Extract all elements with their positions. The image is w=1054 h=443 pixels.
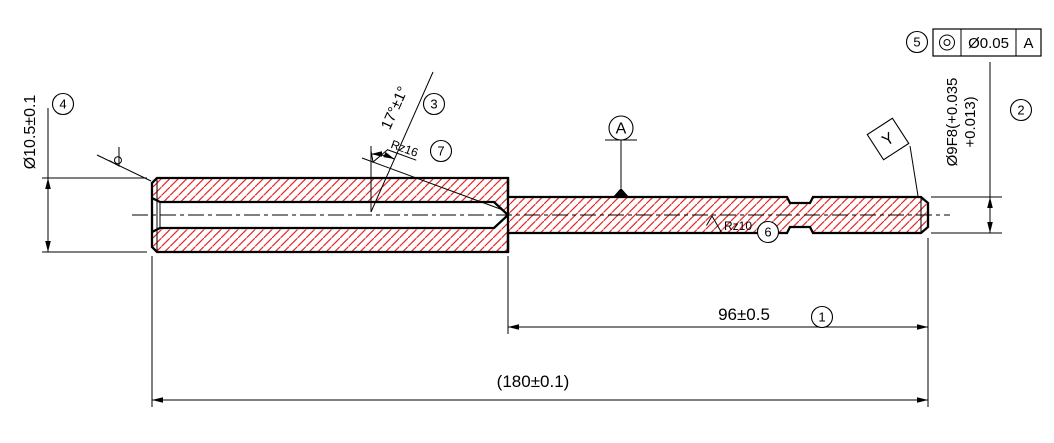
balloon-2: 2	[1009, 98, 1033, 122]
balloon-5: 5	[905, 30, 929, 54]
balloon-4: 4	[51, 92, 75, 116]
right-diameter-text-line1: Ø9F8(+0.035	[944, 78, 961, 167]
roughness-taper-text: Rz16	[389, 137, 420, 160]
leader-marking-flag	[909, 145, 919, 197]
arrowhead	[987, 222, 993, 233]
fcf-tolerance-text: Ø0.05	[968, 35, 1009, 52]
taper-angle-text: 17°±1°	[378, 84, 412, 132]
balloon-4-number: 4	[59, 97, 66, 112]
balloon-1: 1	[810, 305, 834, 329]
arrowhead	[371, 151, 382, 157]
arrowhead	[508, 324, 519, 330]
datum-symbol: A	[605, 115, 637, 197]
left-diameter-text: Ø10.5±0.1	[22, 95, 39, 170]
balloon-2-number: 2	[1017, 103, 1024, 118]
balloon-3-number: 3	[430, 97, 437, 112]
balloon-5-number: 5	[913, 35, 920, 50]
balloon-3: 3	[422, 92, 446, 116]
roughness-bore-text: Rz10	[724, 219, 752, 233]
feature-control-frame: Ø0.05 A	[932, 28, 1042, 57]
angle-leg-line	[370, 71, 434, 213]
overall-length-text: (180±0.1)	[497, 372, 570, 391]
roughness-icon-bore	[706, 215, 754, 233]
section-length-text: 96±0.5	[718, 305, 770, 324]
concentricity-icon	[939, 34, 955, 51]
balloon-7-number: 7	[437, 144, 444, 159]
leader-taper-roughness	[361, 157, 504, 211]
arrowhead	[383, 151, 395, 159]
arrowhead	[45, 178, 51, 189]
fcf-datum-text: A	[1023, 35, 1033, 52]
arrowhead	[987, 197, 993, 208]
arrowhead	[917, 324, 928, 330]
balloon-6: 6	[756, 220, 780, 244]
marking-flag: Y	[866, 117, 910, 161]
arrowhead	[45, 241, 51, 252]
balloon-1-number: 1	[818, 310, 825, 325]
datum-label: A	[616, 121, 627, 138]
no-material-removal-icon	[109, 146, 122, 167]
arrowhead	[917, 397, 928, 403]
balloon-7: 7	[429, 139, 453, 163]
right-diameter-text-line2: +0.013)	[962, 96, 979, 147]
leader-left-surface	[96, 154, 152, 182]
arrowhead	[152, 397, 163, 403]
balloon-6-number: 6	[764, 225, 771, 240]
